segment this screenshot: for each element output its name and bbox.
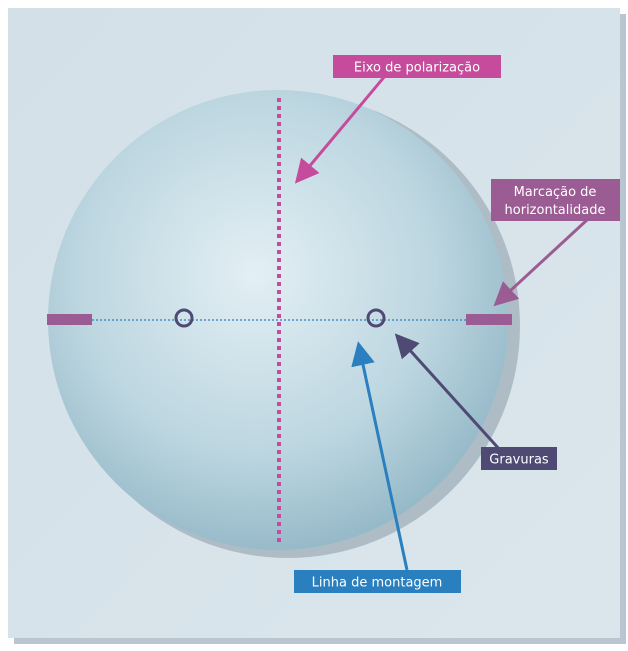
engravings-label-text: Gravuras: [489, 453, 549, 468]
horizontality-mark-left: [47, 314, 92, 325]
horizontality-label-line1: Marcação de: [514, 185, 597, 200]
mounting-line-label-text: Linha de montagem: [312, 576, 443, 591]
polarization-arrow: [294, 75, 387, 184]
polarization-axis-label: Eixo de polarização: [333, 55, 501, 78]
horizontality-mark-label: Marcação de horizontalidade: [491, 179, 620, 221]
horizontality-mark-right: [466, 314, 512, 325]
horizontality-label-box: [491, 179, 620, 221]
polarization-label-text: Eixo de polarização: [354, 61, 480, 76]
polarization-label-box: [333, 55, 501, 78]
mounting-line-label-box: [294, 570, 461, 593]
engraving-circle-left: [174, 308, 194, 328]
mounting-line-arrow: [351, 341, 409, 571]
engraving-circle-right: [366, 308, 386, 328]
engravings-arrow: [394, 333, 502, 452]
horizontality-label-line2: horizontalidade: [505, 203, 606, 218]
mounting-line-label: Linha de montagem: [294, 570, 461, 593]
horizontality-arrow: [493, 218, 589, 307]
engravings-label-box: [481, 447, 557, 470]
engravings-label: Gravuras: [481, 447, 557, 470]
